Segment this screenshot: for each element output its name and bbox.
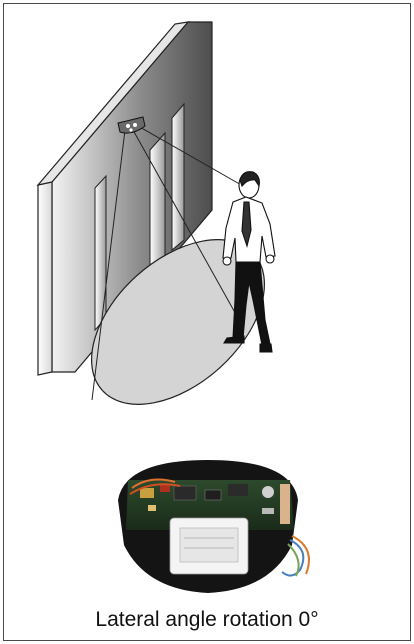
figure-caption: Lateral angle rotation 0° [0, 608, 414, 632]
sensor-circuit-board-icon [118, 460, 309, 593]
